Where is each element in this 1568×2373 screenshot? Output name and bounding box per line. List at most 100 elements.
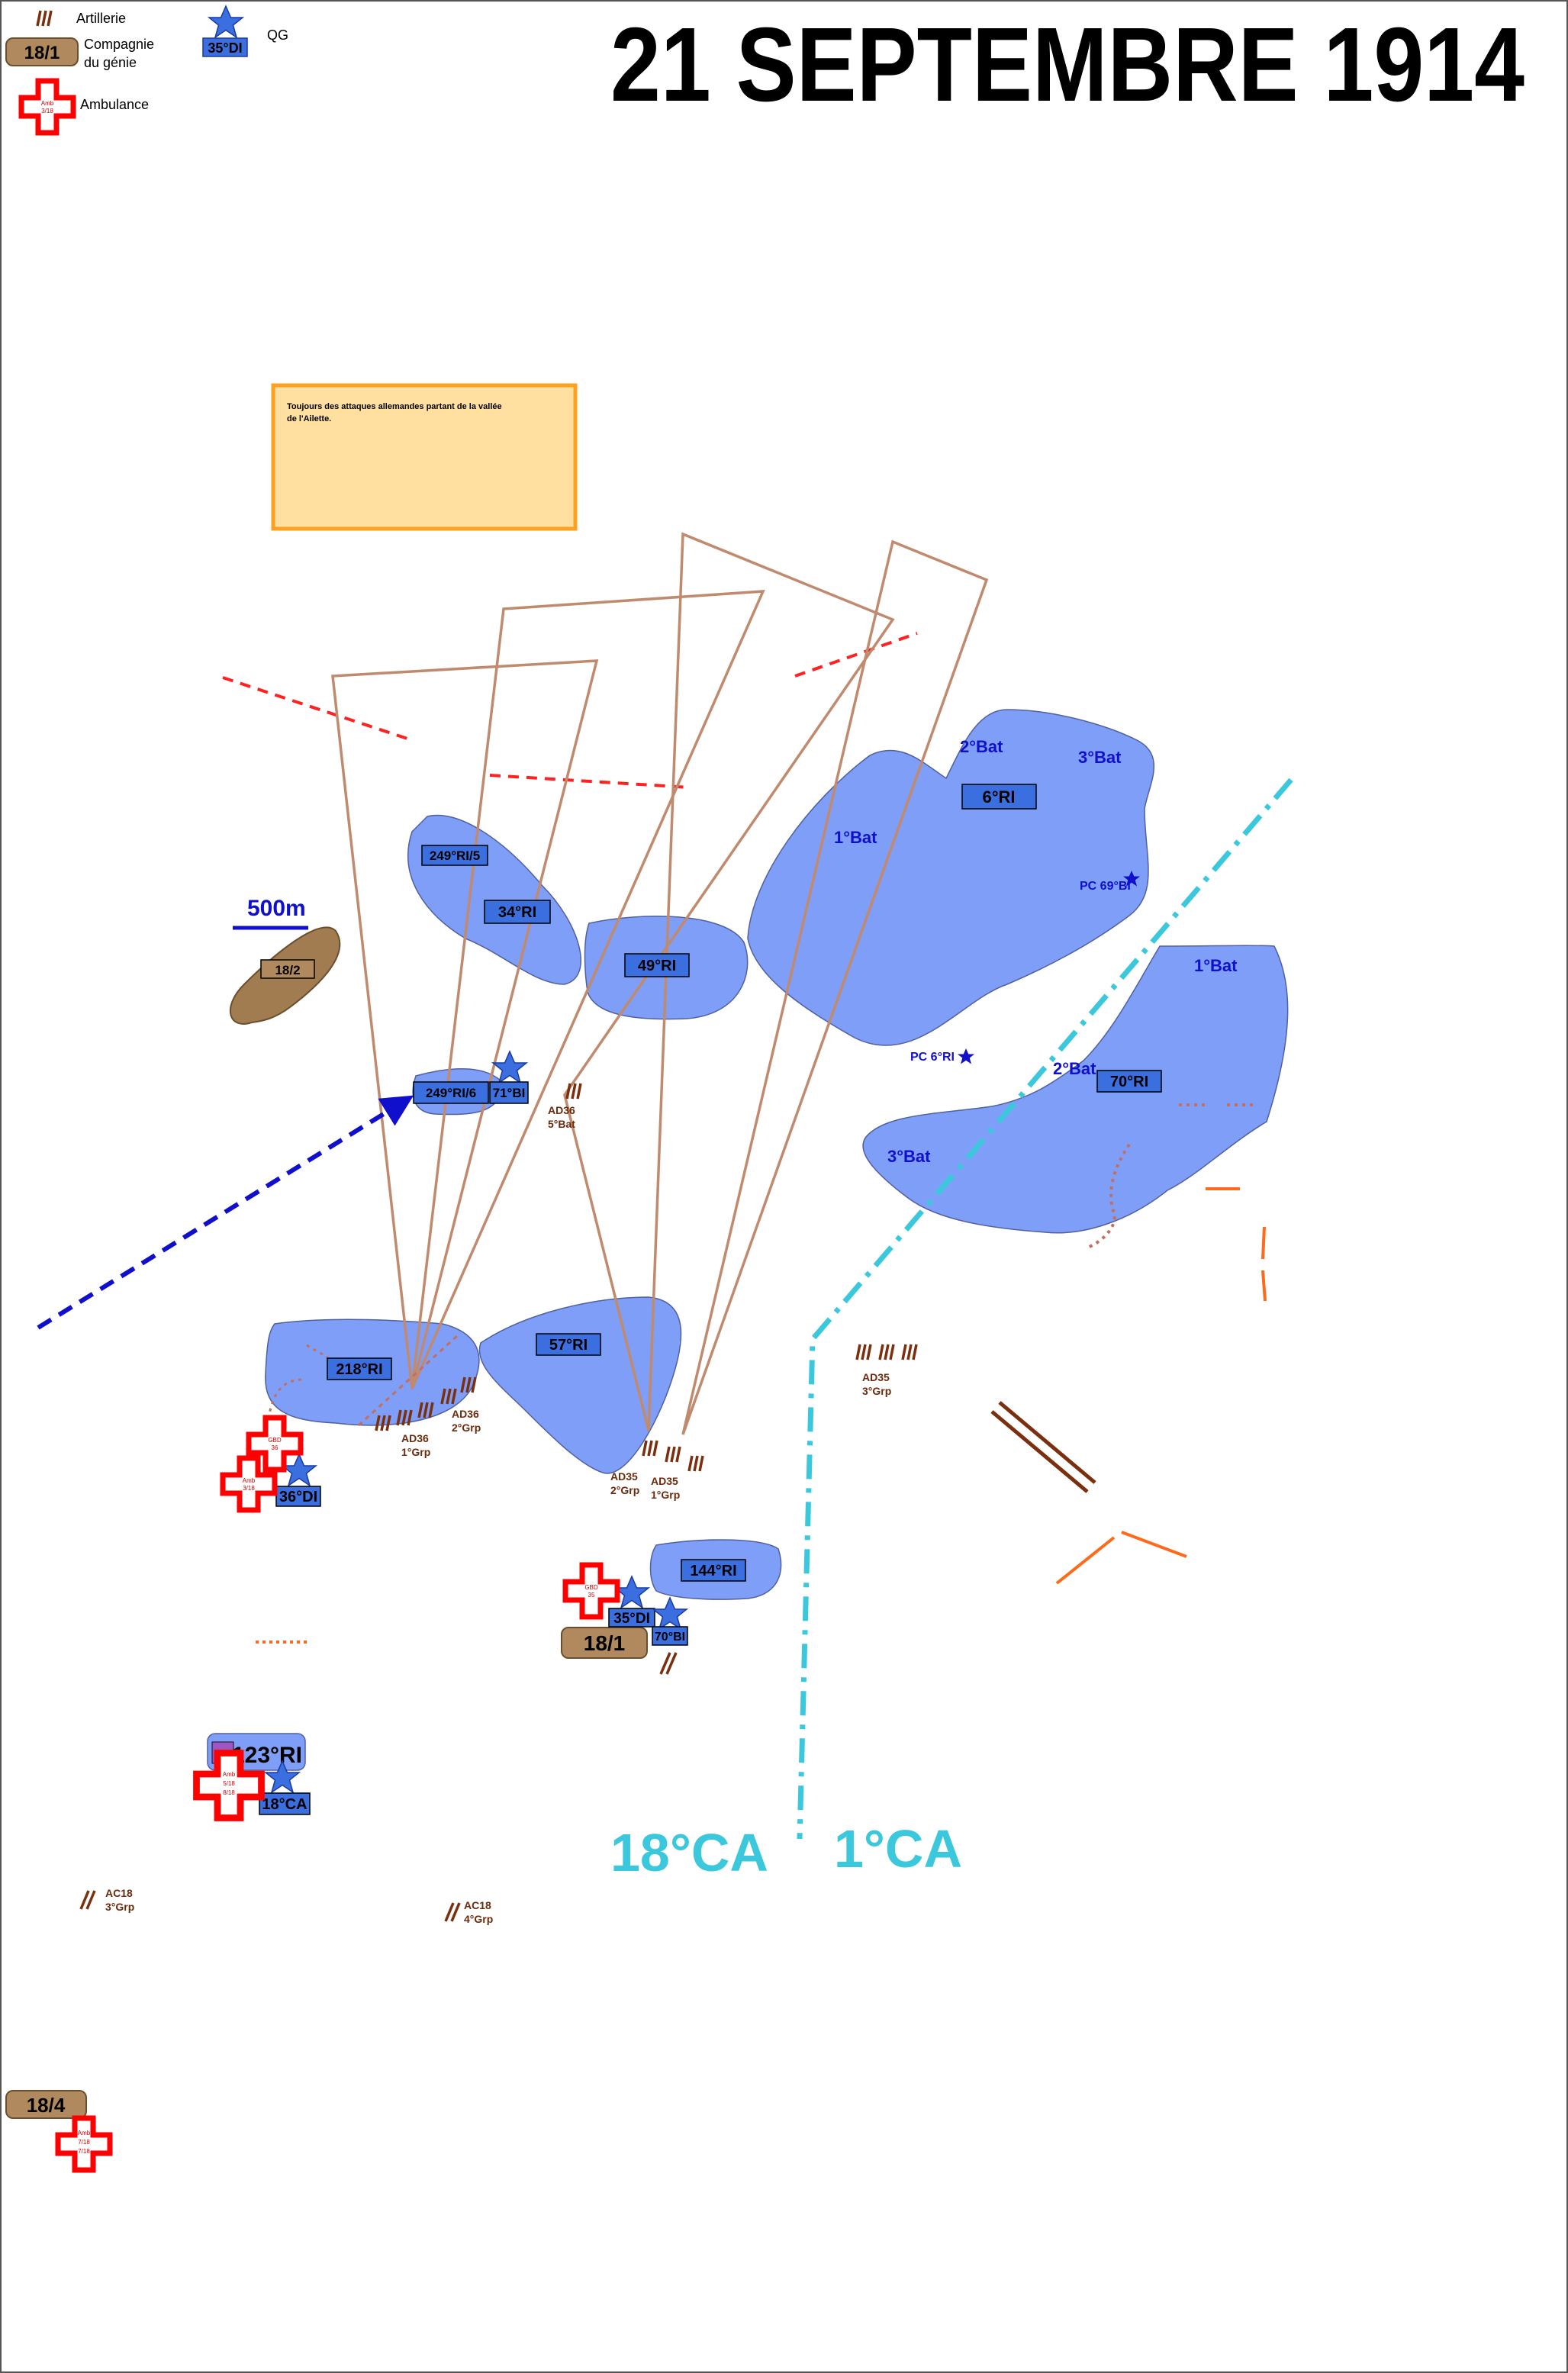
attack-arrow xyxy=(37,1095,414,1330)
art-ac18-4-l1: AC18 xyxy=(464,1899,491,1911)
pc-69bi-label: PC 69°BI xyxy=(1080,880,1131,893)
art-ad35-1-l2: 1°Grp xyxy=(651,1489,680,1501)
amb-7-18-l2: 7/18 xyxy=(78,2139,90,2146)
amb-5-18-l2: 5/18 xyxy=(223,1780,235,1787)
unit-36di: 36°DI xyxy=(279,1489,317,1505)
legend-hq-badge-shape xyxy=(202,37,248,57)
amb-7-18-l1: Amb xyxy=(78,2130,91,2136)
battalion-labels: 2°Bat 3°Bat 1°Bat 1°Bat 2°Bat 3°Bat xyxy=(834,737,1238,1166)
corps-1ca-label: 1°CA xyxy=(834,1819,962,1879)
corps-18ca-label: 18°CA xyxy=(610,1823,768,1882)
unit-57ri: 57°RI xyxy=(549,1337,588,1354)
legend-artillery-icon xyxy=(36,9,53,27)
art-ad36-1-l1: AD36 xyxy=(401,1432,429,1444)
artillery-ad35-3grp-icon xyxy=(855,1343,872,1361)
pc-6ri-star-icon xyxy=(958,1048,974,1064)
legend-engineers-badge: 18/1 xyxy=(24,43,60,63)
amb-gbd36-l1: GBD xyxy=(268,1437,282,1444)
legend-hq-badge: 35°DI xyxy=(208,40,242,56)
engineers-18-1: 18/1 xyxy=(561,1627,648,1659)
unit-70ri: 70°RI xyxy=(1110,1074,1148,1090)
art-ad36-2-l1: AD36 xyxy=(452,1408,479,1420)
bat-70ri-3: 3°Bat xyxy=(887,1147,931,1166)
amb-gbd35-l2: 35 xyxy=(588,1592,595,1599)
note-box: Toujours des attaques allemandes partant… xyxy=(271,383,578,531)
artillery-icon xyxy=(659,1652,678,1675)
unit-6ri: 6°RI xyxy=(982,787,1015,807)
amb-5-18-l3: 8/18 xyxy=(223,1789,235,1796)
map-title: 21 SEPTEMBRE 1914 xyxy=(610,6,1525,124)
amb-7-18-l3: 7/18 xyxy=(78,2148,90,2155)
legend-hq-label: QG xyxy=(267,27,288,43)
command-posts: PC 69°BI PC 6°RI xyxy=(910,871,1140,1064)
art-ac18-3-l1: AC18 xyxy=(105,1887,133,1899)
artillery-ad35-2grp-icon xyxy=(665,1445,681,1463)
bat-6ri-3: 3°Bat xyxy=(1078,748,1122,767)
unit-249ri-6: 249°RI/6 xyxy=(426,1086,476,1100)
art-ac18-3-l2: 3°Grp xyxy=(105,1901,134,1913)
art-ac18-4-l2: 4°Grp xyxy=(464,1913,493,1925)
hq-36di-star-icon xyxy=(282,1454,317,1486)
art-ad36-5-l2: 5°Bat xyxy=(548,1118,575,1130)
legend-ambulance-label: Ambulance xyxy=(80,97,149,112)
art-ad36-2-l2: 2°Grp xyxy=(452,1422,481,1434)
unit-70bi: 70°BI xyxy=(655,1631,685,1644)
bat-6ri-2: 2°Bat xyxy=(960,737,1003,756)
engineers-18-4: 18/4 xyxy=(5,2090,87,2119)
amb-gbd36-l2: 36 xyxy=(272,1444,279,1451)
amb-5-18-l1: Amb xyxy=(223,1771,236,1778)
art-ad36-5-l1: AD36 xyxy=(548,1104,575,1116)
amb-gbd35-l1: GBD xyxy=(584,1584,598,1591)
amb-3-18-l2: 3/18 xyxy=(243,1485,255,1492)
unit-18ca: 18°CA xyxy=(262,1796,307,1813)
art-ad35-2-l2: 2°Grp xyxy=(610,1484,639,1496)
scale-label: 500m xyxy=(247,896,306,921)
scale-bar: 500m xyxy=(233,896,308,930)
artillery-ad36-5bat-icon xyxy=(565,1082,582,1100)
fire-sectors xyxy=(331,532,989,1435)
artillery-ad35-2grp-icon xyxy=(642,1439,658,1457)
engineers-18-2: 18/2 xyxy=(230,926,341,1025)
art-ad35-3-l2: 3°Grp xyxy=(862,1385,891,1397)
unit-areas xyxy=(207,709,1289,1771)
art-ad36-1-l2: 1°Grp xyxy=(401,1446,430,1458)
bat-6ri-1: 1°Bat xyxy=(834,828,877,847)
unit-badges: 249°RI/5 34°RI 49°RI 6°RI 249°RI/6 71°BI… xyxy=(211,784,1162,1815)
amb-3-18-l1: Amb xyxy=(243,1477,256,1484)
unit-218ri: 218°RI xyxy=(336,1361,382,1378)
art-ad35-2-l1: AD35 xyxy=(610,1470,638,1483)
bat-70ri-1: 1°Bat xyxy=(1194,956,1238,975)
hq-35di-star-icon xyxy=(614,1576,649,1608)
artillery: AD36 5°Bat AD36 1°Grp AD36 2°Grp AD35 2°… xyxy=(79,1082,918,1925)
note-line1: Toujours des attaques allemandes partant… xyxy=(287,402,502,411)
engineers-18-1-label: 18/1 xyxy=(584,1631,626,1655)
engineers-18-4-label: 18/4 xyxy=(27,2094,66,2117)
artillery-ac18-3grp-icon xyxy=(79,1890,96,1910)
pc-6ri-label: PC 6°RI xyxy=(910,1051,955,1064)
artillery-ac18-4grp-icon xyxy=(444,1902,461,1922)
unit-144ri: 144°RI xyxy=(690,1563,736,1579)
legend-hq-star-icon xyxy=(208,5,243,38)
note-line2: de l'Ailette. xyxy=(287,414,331,423)
ambulances: GBD 36 Amb 3/18 GBD 35 Amb 5/18 8/18 Amb… xyxy=(58,1418,617,2170)
legend-ambulance-badge-line2: 3/18 xyxy=(41,108,53,114)
pc-69bi-star-icon xyxy=(1123,871,1140,887)
legend-ambulance-badge-line1: Amb xyxy=(41,100,54,107)
hq-70bi-star-icon xyxy=(652,1597,687,1630)
artillery-ad35-3grp-icon xyxy=(901,1343,918,1361)
legend-engineers-badge-shape xyxy=(5,37,79,66)
unit-34ri: 34°RI xyxy=(498,904,536,921)
corps-boundary-line xyxy=(797,778,1293,1840)
legend-engineers-line1: Compagnie xyxy=(84,37,154,52)
artillery-ad35-3grp-icon xyxy=(878,1343,895,1361)
unit-71bi: 71°BI xyxy=(493,1086,526,1100)
legend: Artillerie 18/1 Compagnie du génie Amb 3… xyxy=(5,5,288,133)
legend-artillery-label: Artillerie xyxy=(76,11,126,26)
artillery-ad35-1grp-icon xyxy=(687,1454,704,1473)
bat-70ri-2: 2°Bat xyxy=(1053,1059,1096,1078)
engineers-18-2-label: 18/2 xyxy=(275,963,300,977)
legend-engineers-line2: du génie xyxy=(84,55,137,70)
enemy-lines xyxy=(222,632,918,789)
